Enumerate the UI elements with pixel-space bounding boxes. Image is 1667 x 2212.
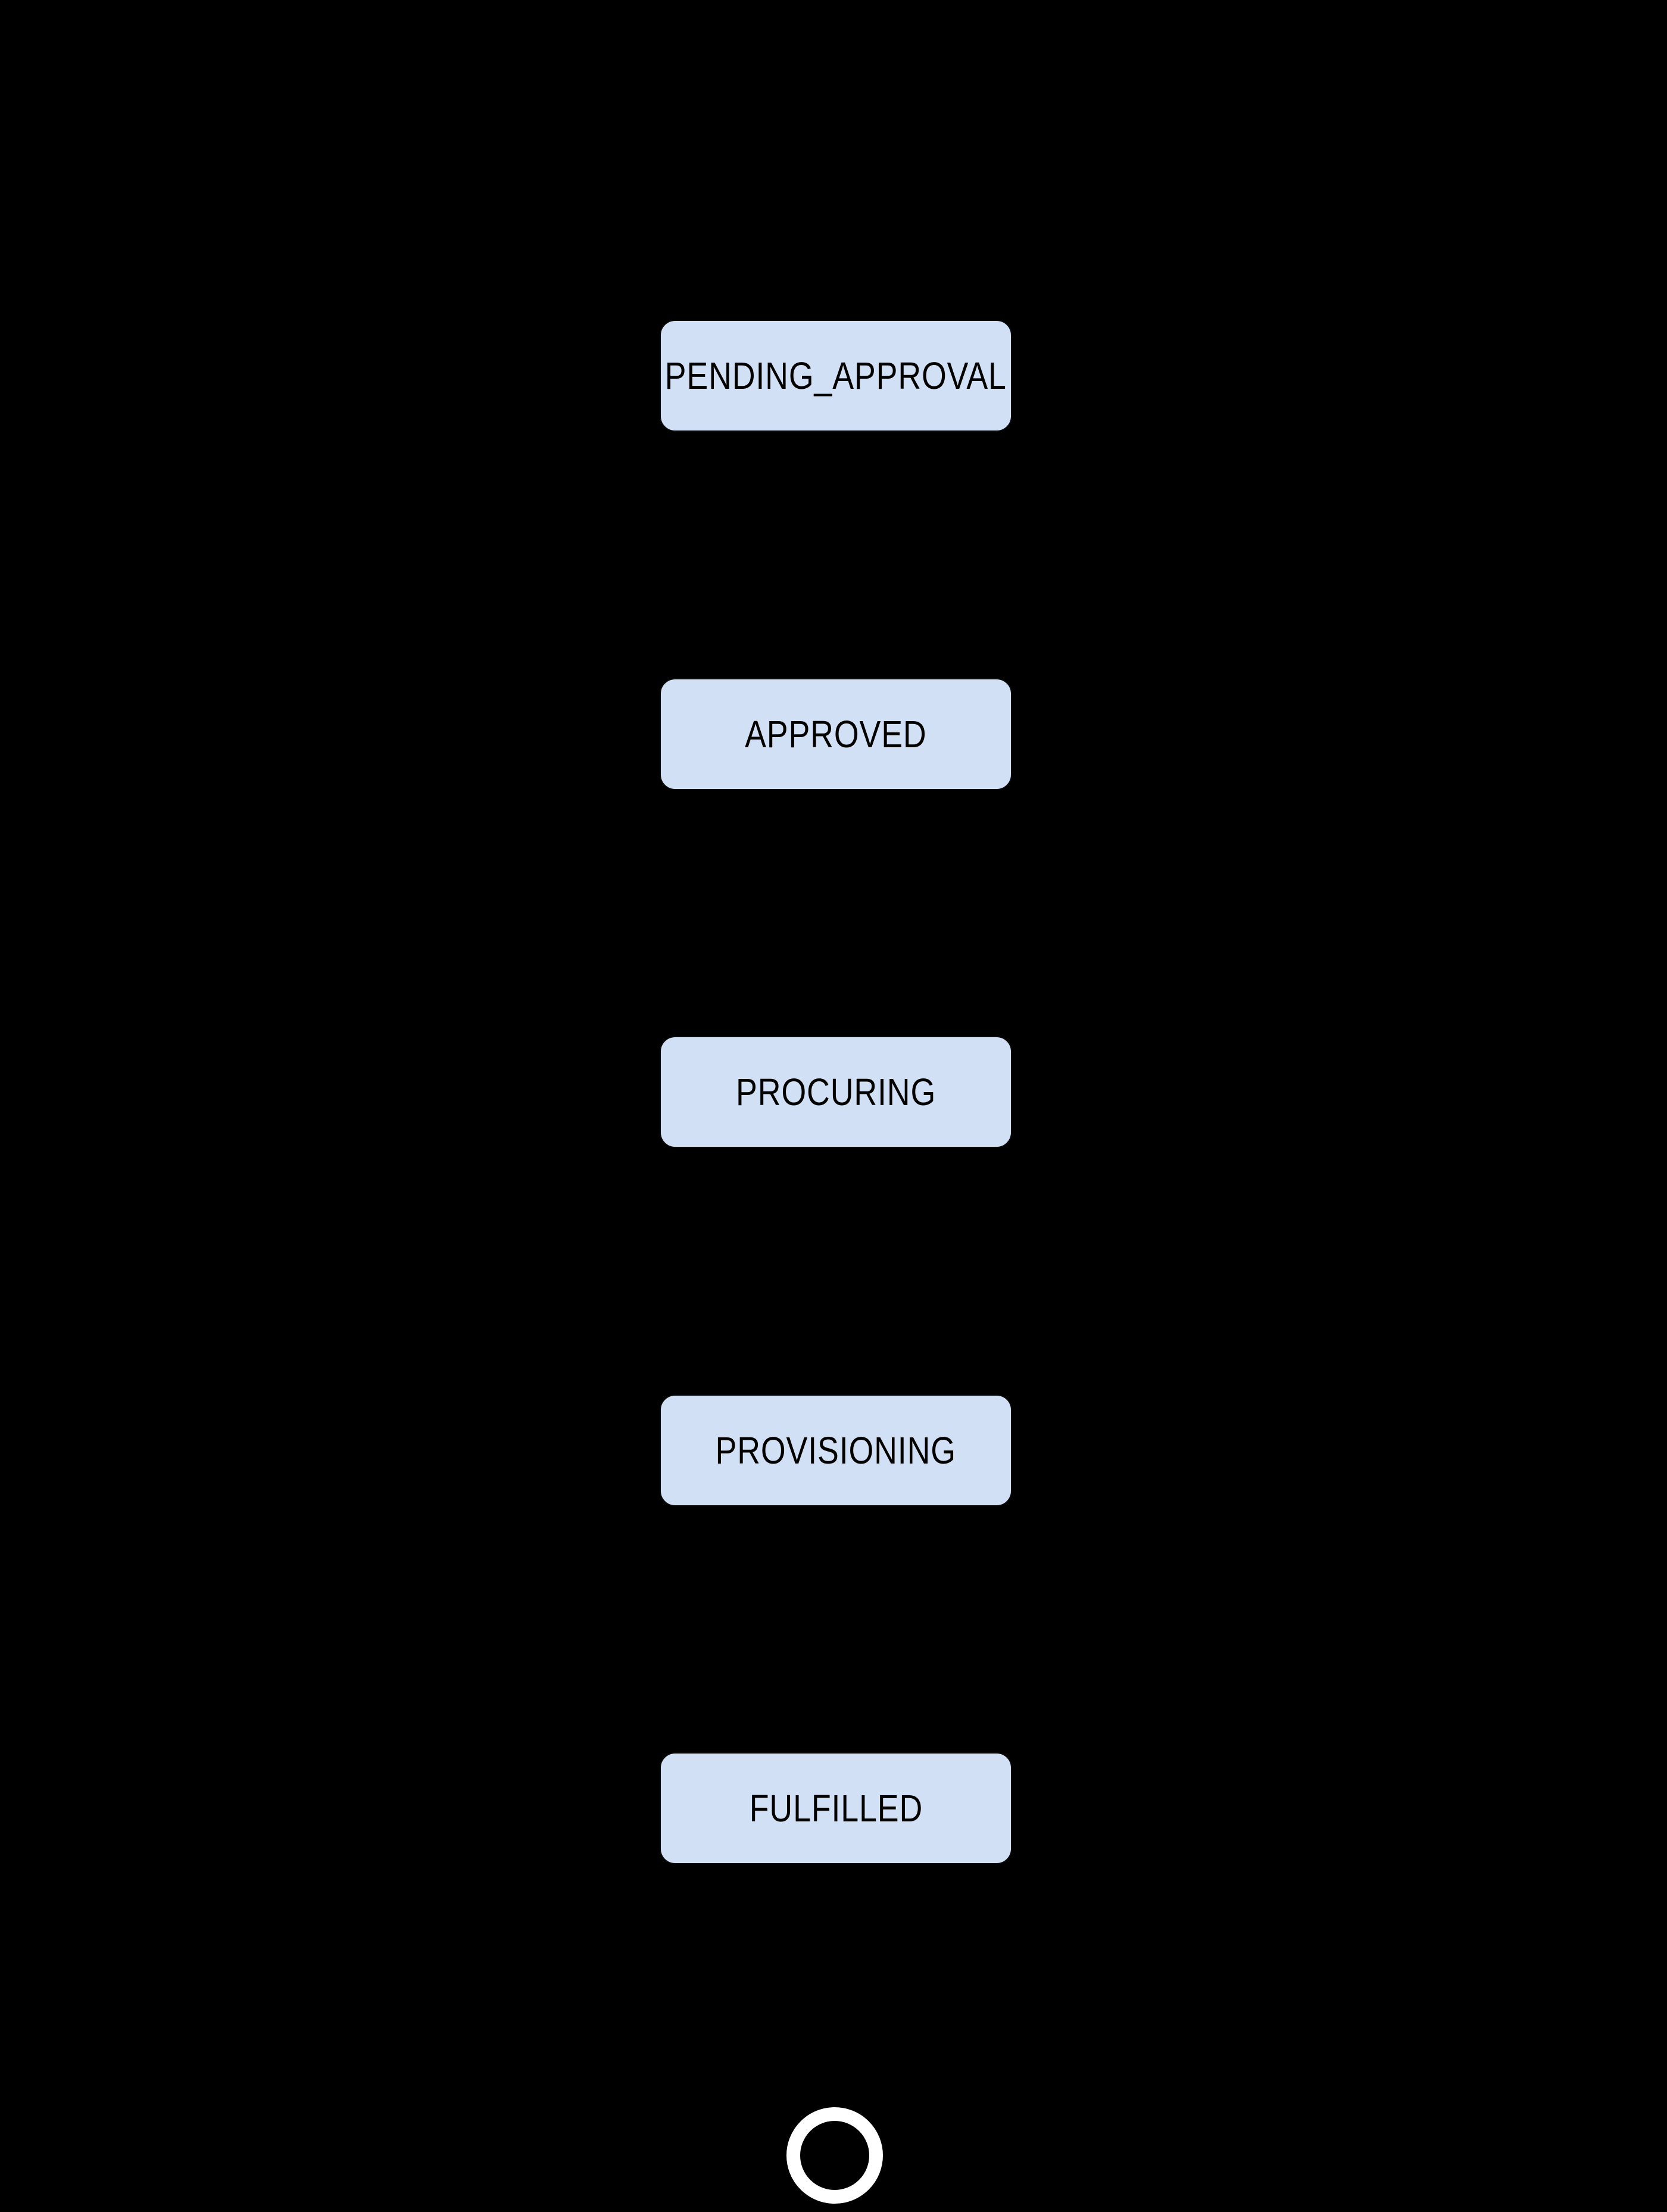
- state-label-pending-approval: PENDING_APPROVAL: [664, 354, 1007, 397]
- state-node-approved: APPROVED: [660, 678, 1012, 790]
- end-state-icon: [786, 2107, 883, 2204]
- state-label-fulfilled: FULFILLED: [749, 1787, 923, 1830]
- state-label-approved: APPROVED: [745, 713, 927, 756]
- state-label-procuring: PROCURING: [735, 1071, 936, 1113]
- state-label-provisioning: PROVISIONING: [715, 1429, 957, 1472]
- state-node-provisioning: PROVISIONING: [660, 1394, 1012, 1506]
- state-node-fulfilled: FULFILLED: [660, 1752, 1012, 1864]
- state-node-pending-approval: PENDING_APPROVAL: [660, 320, 1012, 432]
- state-node-procuring: PROCURING: [660, 1036, 1012, 1148]
